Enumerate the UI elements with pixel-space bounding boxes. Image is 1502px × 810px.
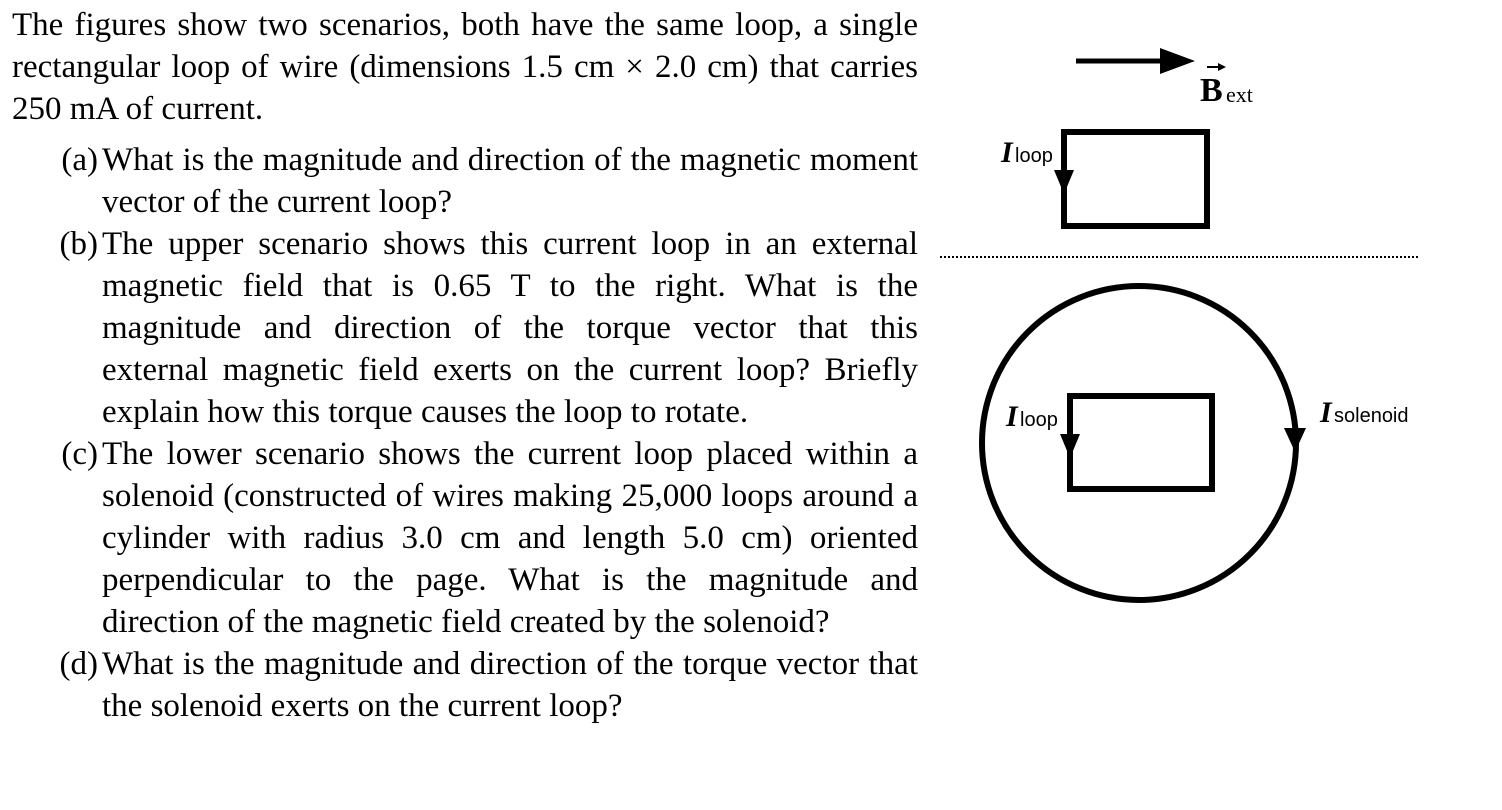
field-subscript: ext [1226,82,1253,107]
part-label: (b) [59,226,98,262]
part-text: What is the magnitude and direction of t… [102,646,918,724]
part-c: (c) The lower scenario shows the current… [12,433,918,643]
problem-parts: (a) What is the magnitude and direction … [12,139,918,727]
external-field-arrowhead [1160,48,1195,74]
solenoid-current-subscript: solenoid [1334,405,1409,427]
problem-intro: The figures show two scenarios, both hav… [12,7,918,127]
part-text: The lower scenario shows the current loo… [102,436,918,640]
field-symbol: B [1200,72,1223,109]
lower-loop-current-subscript: loop [1020,409,1058,431]
problem-statement: The figures show two scenarios, both hav… [12,4,918,727]
solenoid-current-arrow [1284,428,1306,452]
upper-scenario: B ext I loop [1000,48,1253,229]
part-label: (a) [61,142,98,178]
solenoid-cross-section [979,283,1299,603]
scenario-figure: B ext I loop I solenoid I loop [930,0,1490,640]
part-text: The upper scenario shows this current lo… [102,226,918,430]
scenario-diagram: B ext I loop I solenoid I loop [940,48,1420,603]
part-b: (b) The upper scenario shows this curren… [12,223,918,433]
part-text: What is the magnitude and direction of t… [102,142,918,220]
part-label: (d) [59,646,98,682]
lower-loop-current-arrow [1060,434,1080,458]
upper-loop-current-subscript: loop [1015,145,1053,167]
part-a: (a) What is the magnitude and direction … [12,139,918,223]
lower-scenario: I solenoid I loop [979,283,1409,603]
lower-current-loop [1067,393,1215,492]
part-label: (c) [61,436,98,472]
vector-arrow-tip [1218,63,1226,71]
solenoid-current-symbol: I [1319,396,1333,429]
lower-loop-current-symbol: I [1005,400,1019,433]
part-d: (d) What is the magnitude and direction … [12,643,918,727]
upper-loop-current-arrow [1054,170,1074,194]
upper-current-loop [1061,129,1210,229]
upper-loop-current-symbol: I [1000,136,1014,169]
